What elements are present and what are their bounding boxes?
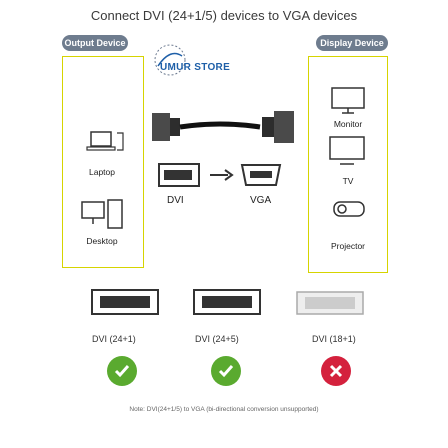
cable-icon bbox=[152, 111, 294, 143]
compat-label-24-1: DVI (24+1) bbox=[92, 334, 136, 344]
arrow-right-icon bbox=[210, 169, 234, 181]
device-label-desktop: Desktop bbox=[86, 236, 118, 246]
store-logo-icon bbox=[154, 44, 186, 76]
connector-label-dvi: DVI bbox=[167, 195, 184, 206]
compat-label-24-5: DVI (24+5) bbox=[195, 334, 239, 344]
dvi-18-1-connector-icon bbox=[296, 291, 364, 315]
device-label-projector: Projector bbox=[330, 241, 365, 251]
device-label-tv: TV bbox=[342, 176, 354, 186]
dvi-24-1-connector-icon bbox=[91, 289, 159, 315]
compat-note: Note: DVI(24+1/5) to VGA (bi-directional… bbox=[129, 406, 319, 413]
tv-icon bbox=[329, 136, 365, 165]
display-device-badge: Display Device bbox=[316, 35, 388, 51]
store-name: UMUR STORE bbox=[160, 62, 231, 73]
supported-check-icon bbox=[211, 356, 241, 386]
device-label-monitor: Monitor bbox=[333, 119, 363, 129]
supported-check-icon bbox=[107, 356, 137, 386]
dvi-port-icon bbox=[158, 163, 200, 187]
compat-label-18-1: DVI (18+1) bbox=[312, 334, 356, 344]
unsupported-x-icon bbox=[321, 356, 351, 386]
page-title: Connect DVI (24+1/5) devices to VGA devi… bbox=[90, 8, 358, 23]
dvi-24-5-connector-icon bbox=[193, 289, 261, 315]
output-device-panel bbox=[62, 56, 144, 268]
device-label-laptop: Laptop bbox=[89, 167, 115, 177]
projector-icon bbox=[333, 201, 365, 217]
monitor-icon bbox=[331, 87, 365, 114]
output-device-badge: Output Device bbox=[62, 35, 128, 51]
connector-label-vga: VGA bbox=[250, 195, 272, 206]
vga-port-icon bbox=[240, 164, 282, 186]
desktop-icon bbox=[81, 199, 123, 229]
laptop-icon bbox=[86, 131, 124, 151]
